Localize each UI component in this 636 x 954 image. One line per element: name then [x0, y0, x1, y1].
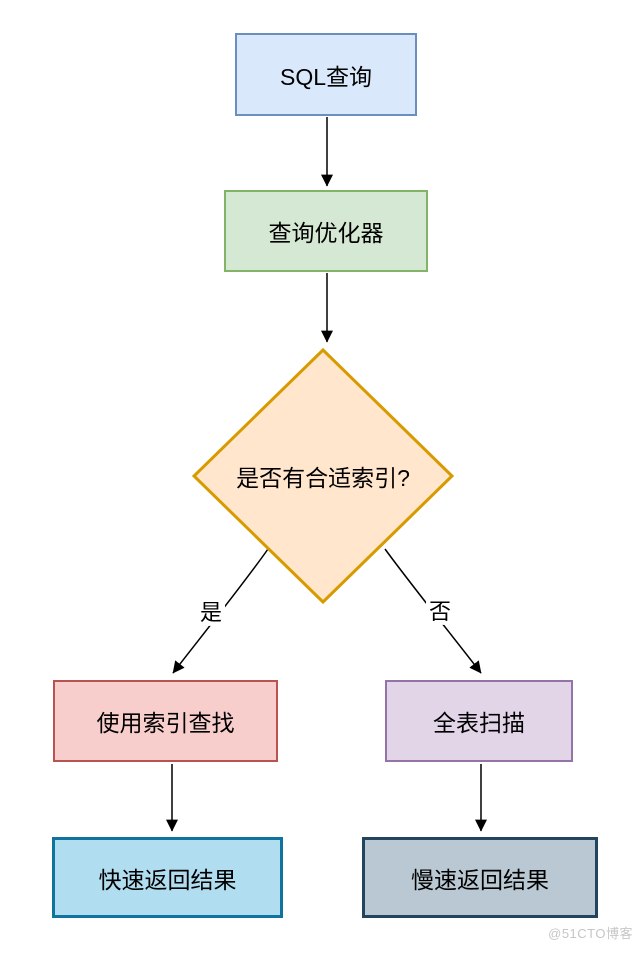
node-decision-diamond: 是否有合适索引?	[191, 347, 455, 605]
node-full-table-scan: 全表扫描	[385, 680, 573, 762]
node-slow-result-label: 慢速返回结果	[411, 866, 549, 893]
node-sql-query: SQL查询	[235, 33, 417, 116]
node-index-lookup-label: 使用索引查找	[96, 710, 235, 736]
edge-label-no: 否	[425, 598, 455, 626]
decision-diamond-shape	[191, 347, 455, 605]
node-full-table-scan-label: 全表扫描	[433, 710, 525, 736]
decision-diamond-polygon	[191, 347, 455, 605]
node-index-lookup: 使用索引查找	[53, 680, 278, 762]
watermark: @51CTO博客	[548, 926, 633, 941]
node-fast-result: 快速返回结果	[52, 837, 283, 918]
node-sql-query-label: SQL查询	[279, 63, 373, 90]
node-query-optimizer: 查询优化器	[224, 190, 428, 272]
edge-label-yes: 是	[196, 599, 226, 627]
node-query-optimizer-label: 查询优化器	[268, 220, 384, 246]
node-slow-result: 慢速返回结果	[362, 837, 598, 918]
node-fast-result-label: 快速返回结果	[98, 866, 237, 893]
node-decision-label: 是否有合适索引?	[236, 465, 410, 491]
